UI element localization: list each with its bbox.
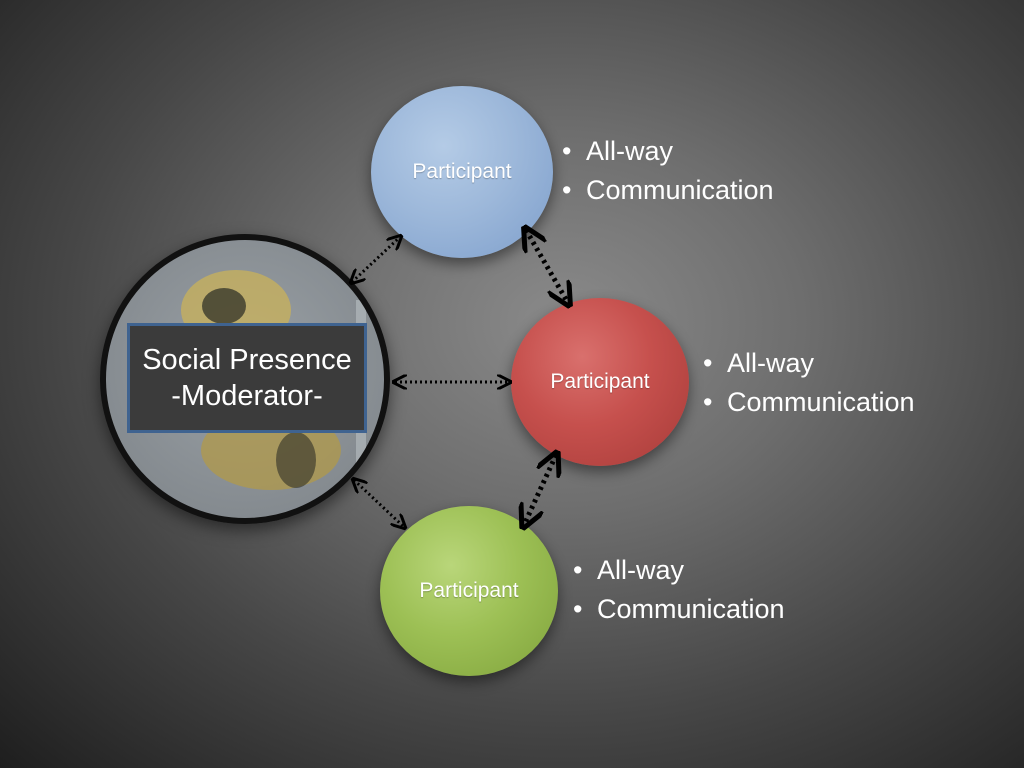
bullet-item: All-way (703, 344, 915, 383)
participant-top-bullets: All-way Communication (562, 132, 774, 210)
moderator-title: Social Presence (142, 344, 352, 376)
moderator-subtitle: -Moderator- (171, 380, 323, 412)
participant-circle-bottom: Participant (380, 506, 558, 676)
moderator-label-box: Social Presence -Moderator- (127, 323, 367, 433)
bullet-item: Communication (562, 171, 774, 210)
bullet-item: Communication (573, 590, 785, 629)
arrow-middle-to-bottom (524, 455, 556, 525)
participant-label: Participant (412, 160, 512, 183)
arrow-top-to-middle (526, 230, 568, 303)
bullet-item: All-way (573, 551, 785, 590)
arrow-moderator-to-bottom (354, 480, 404, 527)
arrow-moderator-to-top (352, 237, 400, 282)
participant-circle-top: Participant (371, 86, 553, 258)
participant-bottom-bullets: All-way Communication (573, 551, 785, 629)
participant-label: Participant (419, 579, 519, 602)
bullet-item: All-way (562, 132, 774, 171)
participant-middle-bullets: All-way Communication (703, 344, 915, 422)
bullet-item: Communication (703, 383, 915, 422)
participant-circle-middle: Participant (511, 298, 689, 466)
participant-label: Participant (550, 370, 650, 393)
